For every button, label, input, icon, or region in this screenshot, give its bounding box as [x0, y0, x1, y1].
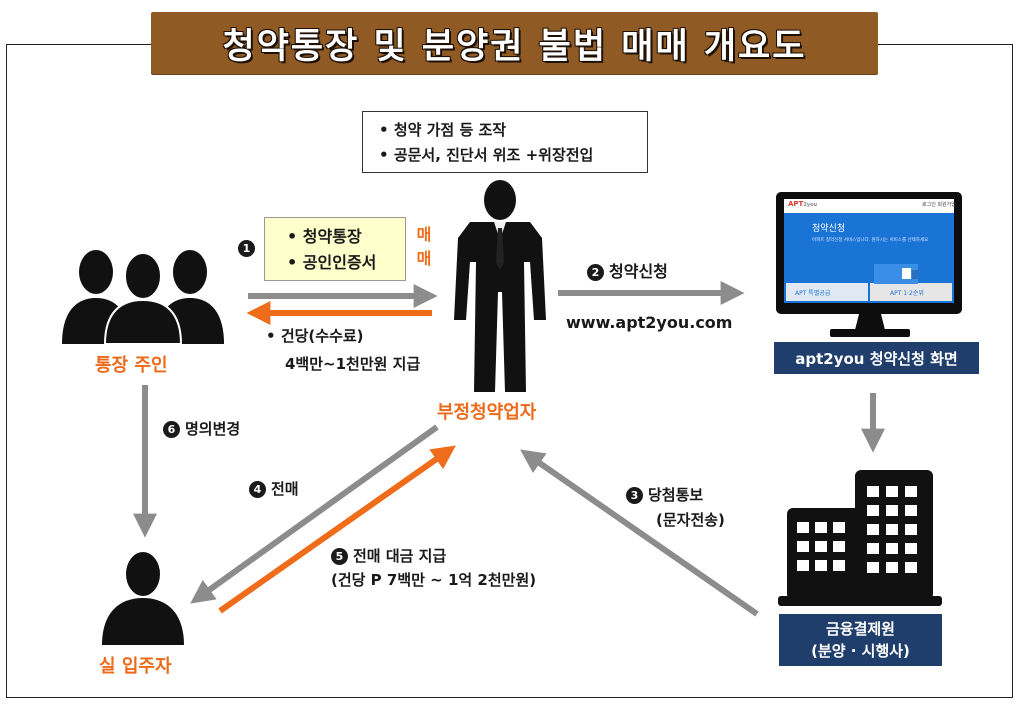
step6-label: 6 명의변경 — [163, 418, 240, 439]
step6-text: 명의변경 — [185, 420, 241, 438]
step5-amount: (건당 P 7백만 ~ 1억 2천만원) — [331, 571, 537, 589]
step1-item: 청약통장 — [287, 224, 405, 250]
step-number: 4 — [249, 481, 266, 498]
step2-text: 청약신청 — [609, 262, 668, 281]
step5-label: 5 전매 대금 지급 — [331, 545, 446, 566]
screen-header-links: 로그인 회원가입 — [922, 202, 956, 208]
screen-heading: 청약신청 — [812, 224, 846, 234]
site-caption: apt2you 청약신청 화면 — [774, 342, 979, 374]
step4-label: 4 전매 — [249, 478, 299, 499]
monitor-icon — [776, 192, 962, 337]
broker-label: 부정청약업자 — [437, 402, 537, 423]
buyer-label: 실 입주자 — [99, 656, 172, 677]
step3-text: 당첨통보 — [648, 486, 704, 504]
step3-sub: (문자전송) — [656, 511, 725, 529]
bank-name: 금융결제원 — [825, 620, 895, 638]
screen-description: 아파트 청약신청 서비스입니다. 원하시는 서비스를 선택하세요 — [812, 238, 929, 243]
fee-line1: 건당(수수료) — [266, 327, 364, 345]
step-number: 3 — [626, 487, 643, 504]
fraud-method-item: 청약 가점 등 조작 — [379, 118, 647, 143]
trade-label: 매 매 — [414, 223, 434, 271]
step3-label: 3 당첨통보 — [626, 484, 703, 505]
step5-text: 전매 대금 지급 — [353, 547, 447, 565]
building-icon — [778, 470, 942, 606]
step1-badge: 1 — [238, 238, 260, 257]
step1-item: 공인인증서 — [287, 250, 405, 276]
owner-people-icon — [62, 250, 224, 345]
fraud-methods-box: 청약 가점 등 조작 공문서, 진단서 위조 +위장전입 — [362, 111, 648, 173]
arrow-payment-to-broker — [218, 445, 456, 614]
screen-brand-sub: 2you — [803, 202, 818, 208]
step2-label: 2 청약신청 — [587, 258, 668, 282]
screen-brand-main: APT — [788, 200, 804, 208]
screen-button-special: APT 특별공급 — [795, 290, 831, 297]
trade-char: 매 — [416, 225, 432, 244]
trade-char: 매 — [416, 249, 432, 268]
owner-label: 통장 주인 — [95, 355, 168, 376]
step-number: 6 — [163, 421, 180, 438]
bank-sub: (분양 · 시행사) — [811, 642, 910, 660]
fraud-method-item: 공문서, 진단서 위조 +위장전입 — [379, 143, 647, 168]
screen-brand: APT2you — [788, 200, 817, 208]
arrow-bank-to-broker — [520, 449, 759, 617]
broker-person-icon — [454, 180, 546, 392]
screen-button-rank: APT 1·2순위 — [890, 290, 924, 297]
step-number: 1 — [238, 240, 255, 257]
step1-items-box: 청약통장 공인인증서 — [264, 217, 406, 281]
buyer-person-icon — [102, 552, 184, 645]
step-number: 2 — [587, 264, 604, 281]
fee-amount: 4백만~1천만원 지급 — [285, 355, 421, 373]
step4-text: 전매 — [271, 480, 299, 498]
diagram-title: 청약통장 및 분양권 불법 매매 개요도 — [222, 26, 807, 67]
bank-caption: 금융결제원 (분양 · 시행사) — [779, 614, 942, 666]
step-number: 5 — [331, 548, 348, 565]
title-banner: 청약통장 및 분양권 불법 매매 개요도 — [151, 12, 878, 74]
fee-label: 건당(수수료) — [266, 325, 364, 346]
apt-url: www.apt2you.com — [566, 313, 733, 332]
arrow-broker-to-buyer — [190, 424, 439, 604]
